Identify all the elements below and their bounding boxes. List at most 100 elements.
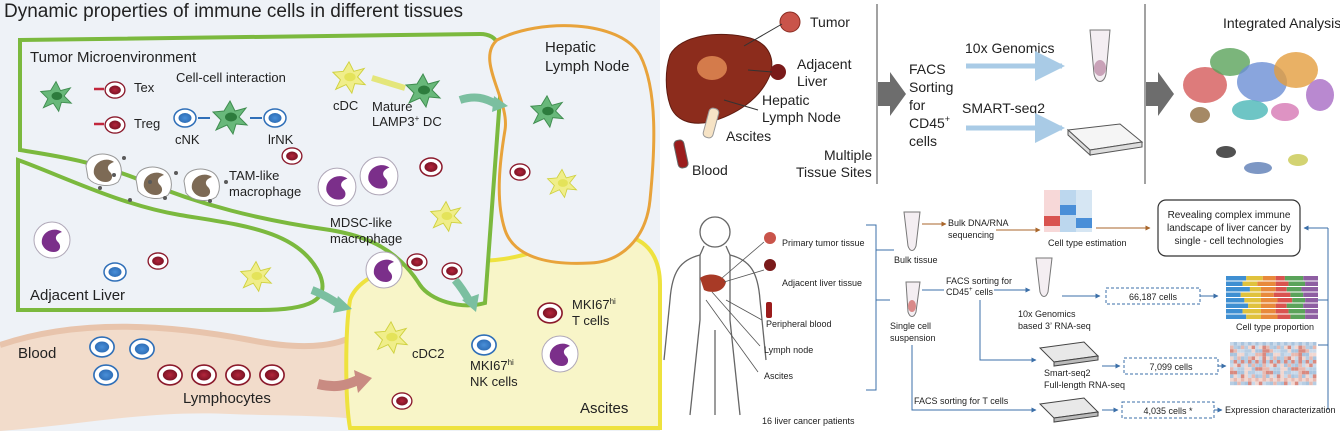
heatmap-cell	[1237, 360, 1241, 364]
heatmap-cell	[1305, 352, 1310, 357]
tr-facs-5: cells	[909, 133, 937, 149]
tex-label: Tex	[134, 80, 155, 95]
blood-tube	[673, 139, 689, 169]
tam-cell-2	[135, 166, 172, 199]
heatmap-cell	[1291, 352, 1295, 357]
heatmap-cell	[1309, 363, 1313, 368]
proportion-segment	[1226, 276, 1247, 281]
heatmap-cell	[1269, 356, 1274, 360]
heatmap-cell	[1294, 360, 1299, 364]
heatmap-cell	[1237, 363, 1241, 368]
t-cells-label: T cells	[572, 313, 610, 328]
proportion-segment	[1273, 292, 1291, 297]
heatmap-cell	[1255, 356, 1259, 360]
heatmap-cell	[1287, 381, 1292, 386]
heatmap-cell	[1248, 342, 1252, 346]
heatmap-cell	[1255, 349, 1259, 353]
br-single-content	[908, 300, 916, 312]
tr-ascites-label: Ascites	[726, 128, 771, 144]
heatmap-cell	[1294, 381, 1299, 386]
heatmap-cell	[1244, 367, 1248, 371]
heatmap-cell	[1251, 370, 1256, 375]
heatmap-cell	[1287, 345, 1292, 350]
proportion-segment	[1288, 281, 1306, 286]
heatmap-cell	[1262, 367, 1266, 371]
heatmap-cell	[1237, 378, 1241, 382]
heatmap-cell	[1244, 356, 1248, 360]
heatmap-cell	[1233, 352, 1238, 357]
heatmap-cell	[1305, 370, 1310, 375]
tr-tumor-label: Tumor	[810, 14, 850, 30]
tumor-pointer	[743, 23, 783, 47]
br-bulk-seq-2: sequencing	[948, 230, 994, 240]
heatmap-cell	[1240, 381, 1245, 386]
heatmap-cell	[1269, 342, 1274, 346]
blood-red-1	[157, 364, 183, 386]
heatmap-cell	[1309, 374, 1313, 378]
heatmap-cell	[1269, 374, 1274, 378]
tr-facs-1: FACS	[909, 61, 946, 77]
heatmap-cell	[1309, 381, 1313, 386]
heatmap-cell	[1244, 363, 1248, 368]
heatmap-cell	[1230, 352, 1234, 357]
br-revealing-2: landscape of liver cancer by	[1167, 223, 1291, 234]
heatmap-cell	[1298, 370, 1302, 375]
proportion-segment	[1257, 281, 1276, 286]
heatmap-cell	[1240, 356, 1245, 360]
heatmap-cell	[1273, 367, 1277, 371]
heatmap-cell	[1240, 360, 1245, 364]
proportion-segment	[1249, 287, 1261, 292]
proportion-segment	[1242, 309, 1261, 314]
heatmap-cell	[1240, 367, 1245, 371]
heatmap-cell	[1273, 352, 1277, 357]
mdsc-macro-1	[317, 167, 357, 207]
heatmap-cell	[1237, 356, 1241, 360]
heatmap-cell	[1269, 345, 1274, 350]
lymphocytes-label: Lymphocytes	[183, 390, 271, 407]
heatmap-cell	[1287, 378, 1292, 382]
proportion-segment	[1290, 314, 1306, 319]
heatmap-cell	[1248, 381, 1252, 386]
heatmap-cell	[1280, 363, 1284, 368]
hepatic-lymph-node-region	[488, 24, 656, 265]
heatmap-cell	[1291, 370, 1295, 375]
br-feedback-line	[1304, 228, 1329, 410]
blood-blue-2	[129, 338, 155, 360]
tumor-to-ascites-head	[462, 294, 479, 312]
heatmap-cell	[1302, 367, 1306, 371]
tr-multiple-label-1: Multiple	[824, 147, 872, 163]
heatmap-cell	[1284, 374, 1288, 378]
heatmap-cell	[1251, 349, 1256, 353]
heatmap-cell	[1237, 374, 1241, 378]
heatmap-cell	[1305, 378, 1310, 382]
heatmap-cell	[1294, 363, 1299, 368]
cnk-cell	[173, 108, 197, 128]
heatmap-cell	[1273, 374, 1277, 378]
br-10x-tube	[1035, 257, 1053, 297]
adjacent-pointer	[747, 69, 773, 73]
heatmap-cell	[1294, 356, 1299, 360]
heatmap-cell	[1276, 367, 1281, 371]
heatmap-cell	[1240, 363, 1245, 368]
br-sample-bracket	[866, 224, 877, 391]
heatmap-cell	[1298, 356, 1302, 360]
cdc2-label: cDC2	[412, 346, 445, 361]
br-t-plate	[1038, 397, 1100, 423]
heatmap-cell	[1237, 352, 1241, 357]
heatmap-cell	[1298, 367, 1302, 371]
tr-10x-label: 10x Genomics	[965, 40, 1054, 56]
heatmap-cell	[1230, 363, 1234, 368]
heatmap-cell	[1305, 374, 1310, 378]
proportion-segment	[1275, 276, 1285, 281]
heatmap-cell	[1287, 342, 1292, 346]
heatmap-cell	[1255, 374, 1259, 378]
heatmap-cell	[1266, 374, 1270, 378]
heatmap-cell	[1248, 374, 1252, 378]
tr-integrated-label: Integrated Analysis	[1223, 15, 1340, 31]
heatmap-cell	[1309, 378, 1313, 382]
heatmap-cell	[1302, 360, 1306, 364]
gray-arrow-2	[1146, 72, 1174, 116]
proportion-segment	[1275, 303, 1287, 308]
heatmap-cell	[1273, 363, 1277, 368]
heatmap-cell	[1298, 374, 1302, 378]
